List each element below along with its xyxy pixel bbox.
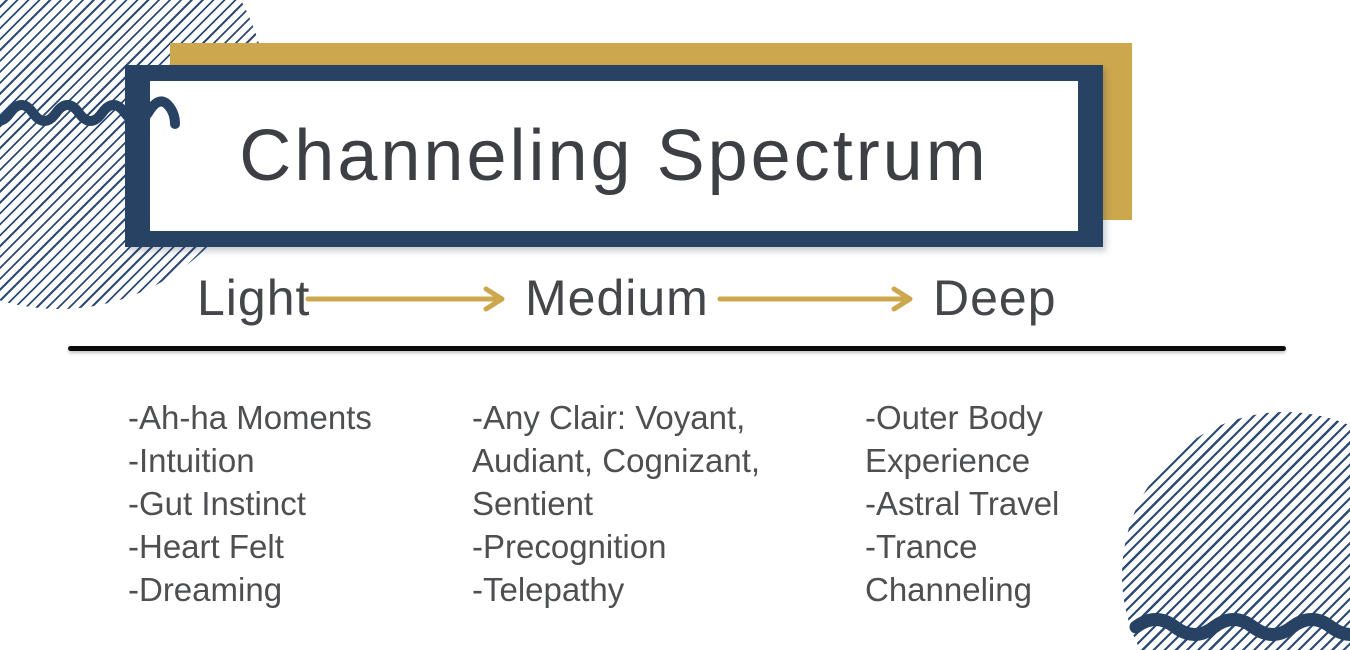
list-item: -Precognition	[472, 528, 667, 565]
divider-line	[68, 346, 1286, 351]
title-box: Channeling Spectrum	[125, 65, 1103, 247]
spectrum-label-deep: Deep	[933, 270, 1057, 326]
list-item: -Ah-ha Moments	[128, 399, 372, 436]
list-item: -Heart Felt	[128, 528, 284, 565]
list-column-medium: -Any Clair: Voyant, Audiant, Cognizant, …	[472, 396, 782, 611]
arrow-right-icon	[717, 286, 913, 312]
spectrum-label-medium: Medium	[525, 270, 709, 326]
list-item: -Telepathy	[472, 571, 625, 608]
list-item: -Outer Body Experience	[865, 399, 1043, 479]
arrow-right-icon	[305, 286, 505, 312]
list-item: -Gut Instinct	[128, 485, 306, 522]
spectrum-label-light: Light	[197, 270, 311, 326]
list-item: -Any Clair: Voyant, Audiant, Cognizant, …	[472, 399, 761, 522]
page-title: Channeling Spectrum	[239, 116, 989, 196]
list-column-light: -Ah-ha Moments -Intuition -Gut Instinct …	[128, 396, 458, 611]
list-item: -Trance Channeling	[865, 528, 1032, 608]
list-item: -Astral Travel	[865, 485, 1060, 522]
hatched-circle-bottom-right-icon	[1122, 412, 1350, 650]
list-item: -Intuition	[128, 442, 255, 479]
list-column-deep: -Outer Body Experience -Astral Travel -T…	[865, 396, 1095, 611]
list-item: -Dreaming	[128, 571, 283, 608]
